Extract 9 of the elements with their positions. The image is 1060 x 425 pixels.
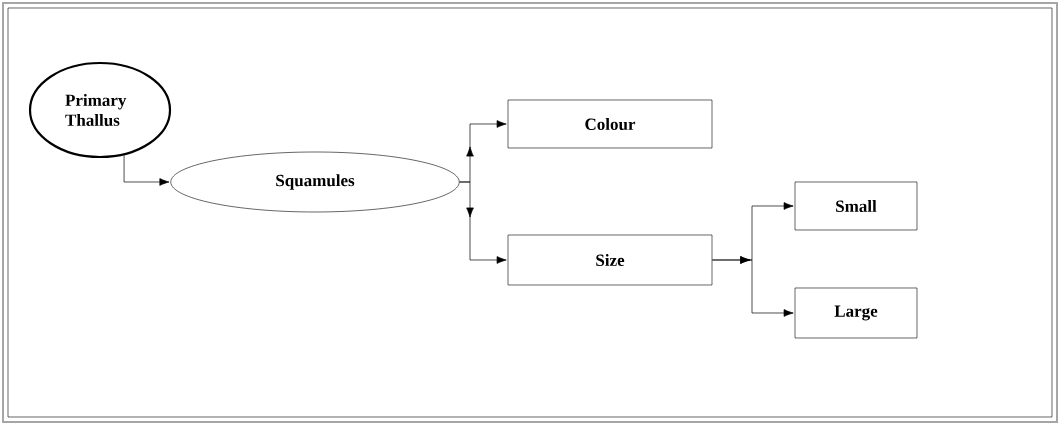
arrow: [459, 181, 507, 264]
arrow: [123, 154, 170, 186]
ellipse-node: Squamules: [170, 151, 460, 213]
arrow: [711, 256, 794, 317]
process-box: Large: [794, 287, 918, 339]
process-box: Small: [794, 181, 918, 231]
ellipse-node: Primary Thallus: [28, 61, 172, 159]
process-box: Size: [507, 234, 713, 286]
process-box: Colour: [507, 99, 713, 149]
